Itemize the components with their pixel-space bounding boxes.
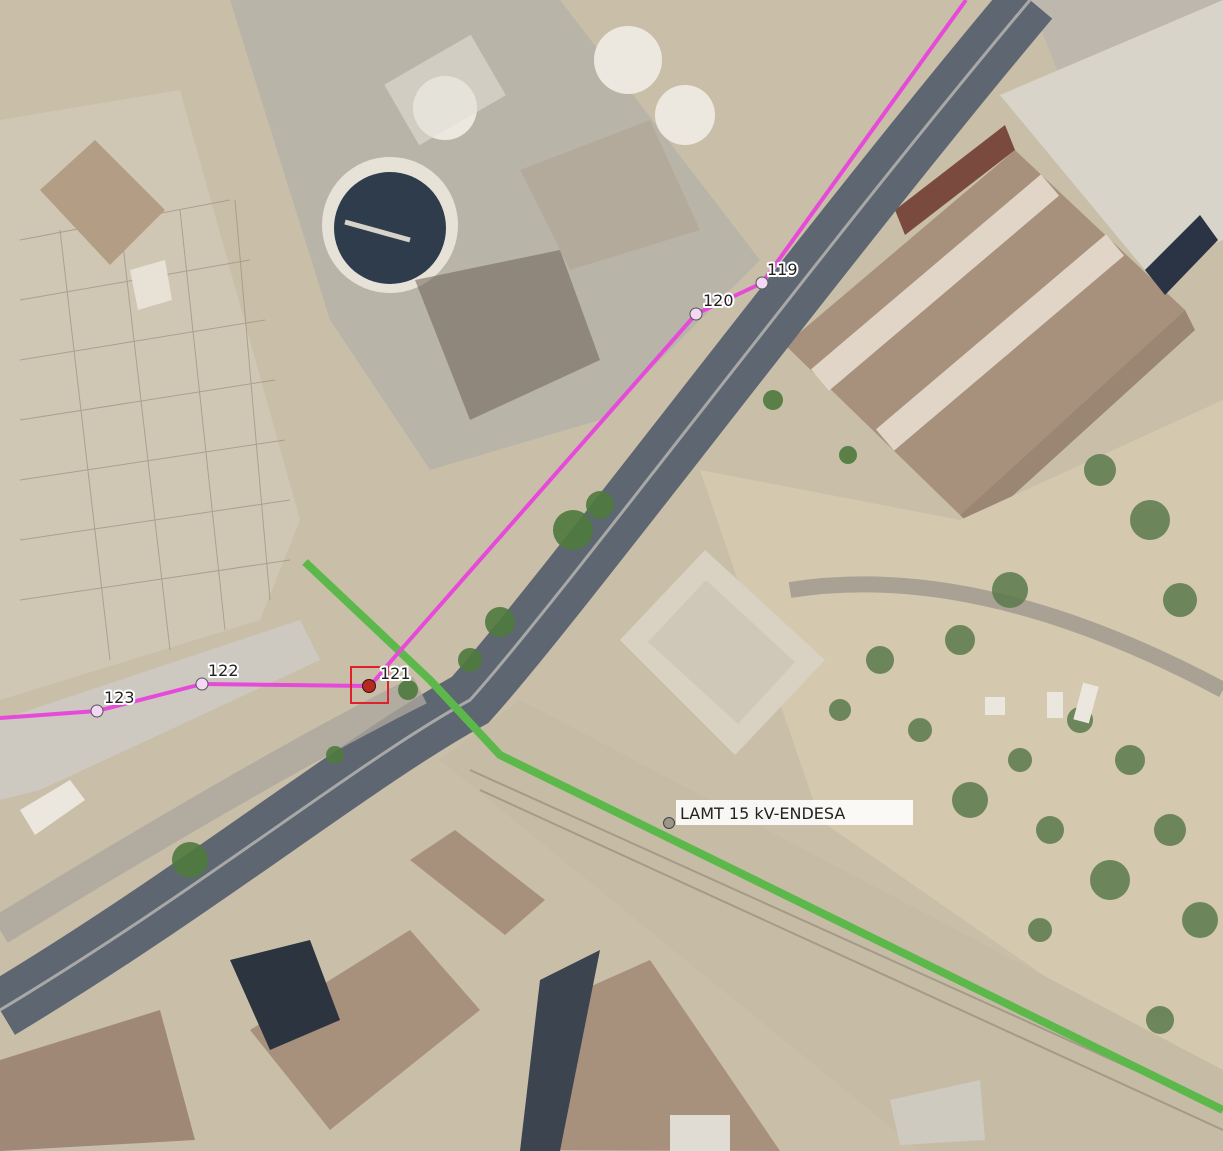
support-label-121: 121 (380, 664, 411, 683)
support-line-layer (0, 0, 968, 720)
support-label-123: 123 (104, 688, 135, 707)
support-label-119: 119 (767, 260, 798, 279)
line-label-endesa: LAMT 15 kV-ENDESA (680, 804, 845, 823)
selection-square-icon[interactable] (350, 666, 389, 704)
support-points-layer (90, 276, 769, 829)
line-label-background (676, 800, 913, 825)
support-label-120: 120 (703, 291, 734, 310)
labels-layer: 119 120 121 122 123 LAMT 15 kV-ENDESA (102, 258, 913, 825)
support-label-122: 122 (208, 661, 239, 680)
support-point-121[interactable] (362, 679, 376, 693)
support-line[interactable] (0, 0, 968, 720)
endesa-15kv-line[interactable] (302, 559, 1223, 1114)
vertex-dot-icon[interactable] (663, 817, 675, 829)
support-point-123[interactable] (90, 704, 104, 718)
endesa-line-layer (302, 559, 1223, 1114)
support-point-122[interactable] (195, 677, 209, 691)
support-point-119[interactable] (755, 276, 769, 290)
support-point-120[interactable] (689, 307, 703, 321)
